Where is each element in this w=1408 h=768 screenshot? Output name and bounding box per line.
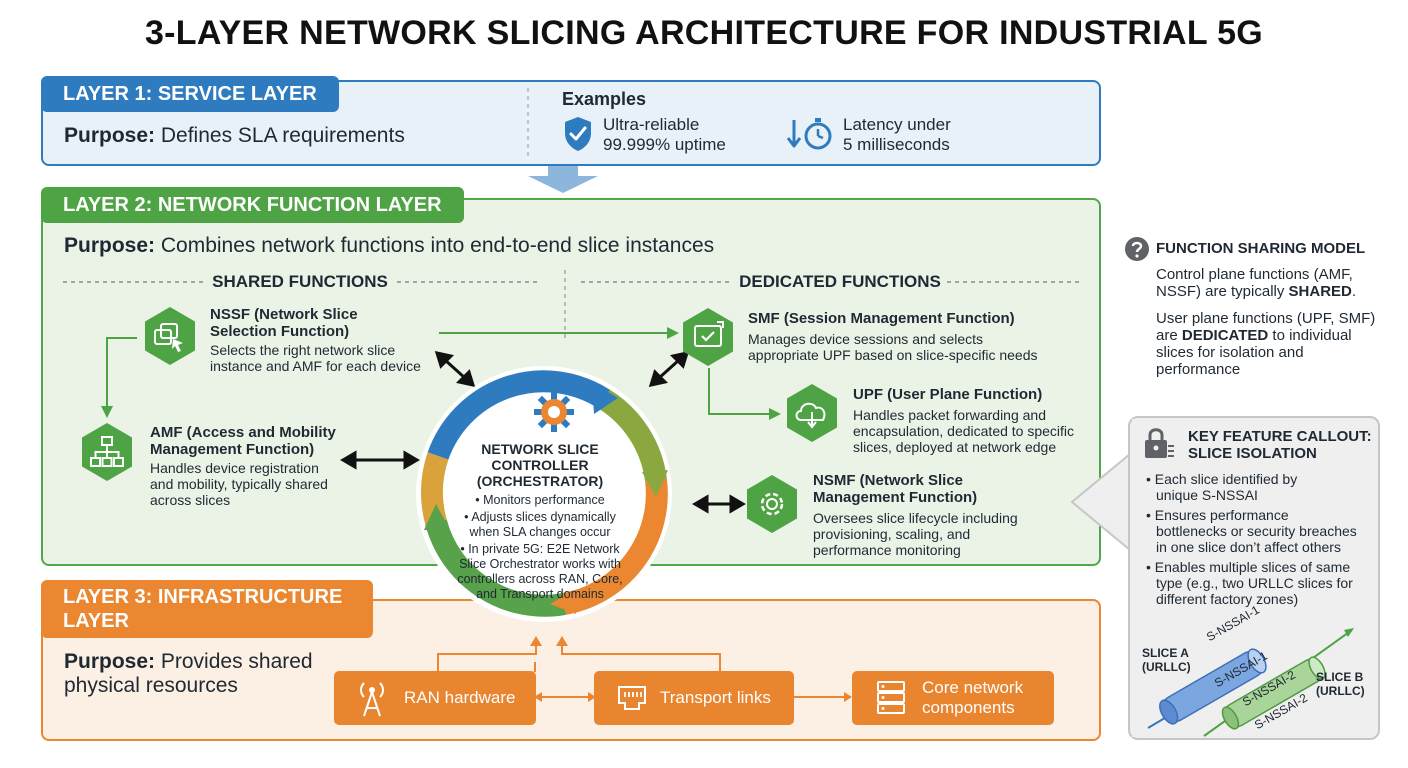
slice-b-label: SLICE B(URLLC) [1316,670,1365,698]
callout-pointer [1070,453,1131,551]
slice-isolation-callout [1128,416,1380,740]
layer1-purpose: Purpose: Defines SLA requirements [64,124,405,147]
upf-block: UPF (User Plane Function) Handles packet… [853,386,1075,455]
examples-title: Examples [562,89,647,109]
slice-a-label: SLICE A(URLLC) [1142,646,1191,674]
layer1-tab: LAYER 1: SERVICE LAYER [41,76,339,112]
transport-links-box: Transport links [594,671,794,725]
smf-block: SMF (Session Management Function) Manage… [748,310,1038,363]
shield-check-icon [565,117,591,151]
upf-hex-icon [787,384,837,442]
sharing-model-title: FUNCTION SHARING MODEL [1156,240,1366,257]
controller-text: NETWORK SLICE CONTROLLER (ORCHESTRATOR) … [457,441,623,601]
layer2-tab: LAYER 2: NETWORK FUNCTION LAYER [41,187,464,223]
smf-hex-icon [683,308,733,366]
amf-block: AMF (Access and Mobility Management Func… [150,424,336,508]
nsmf-block: NSMF (Network Slice Management Function)… [813,472,1018,558]
nssf-block: NSSF (Network Slice Selection Function) … [210,306,421,374]
callout-title: KEY FEATURE CALLOUT:SLICE ISOLATION [1188,428,1372,462]
layer2-purpose: Purpose: Combines network functions into… [64,234,715,257]
layer2-connectors [63,270,1081,514]
page-title: 3-LAYER NETWORK SLICING ARCHITECTURE FOR… [144,14,1264,52]
antenna-tower-icon [360,682,384,717]
amf-hex-icon [82,423,132,481]
server-icon [877,681,905,714]
dedicated-functions-heading: DEDICATED FUNCTIONS [739,272,941,291]
gear-icon [534,392,574,432]
ethernet-port-icon [618,686,646,710]
layer1-divider [527,88,529,160]
ran-hardware-box: RAN hardware [334,671,536,725]
question-icon [1125,237,1149,261]
layer-flow-arrow [528,166,598,193]
nsmf-hex-icon [747,475,797,533]
callout-list: • Each slice identified by unique S-NSSA… [1146,471,1357,607]
controller-ring [416,366,672,622]
padlock-icon [1145,428,1174,458]
callout-pointer-mask [1132,419,1138,737]
stopwatch-icon [786,118,832,150]
nssf-hex-icon [145,307,195,365]
sharing-model-text: Control plane functions (AMF, NSSF) are … [1156,266,1376,378]
layer3-purpose: Purpose: Provides shared physical resour… [64,650,313,697]
shared-functions-heading: SHARED FUNCTIONS [212,272,388,291]
slice-tubes-graphic [1147,628,1354,737]
